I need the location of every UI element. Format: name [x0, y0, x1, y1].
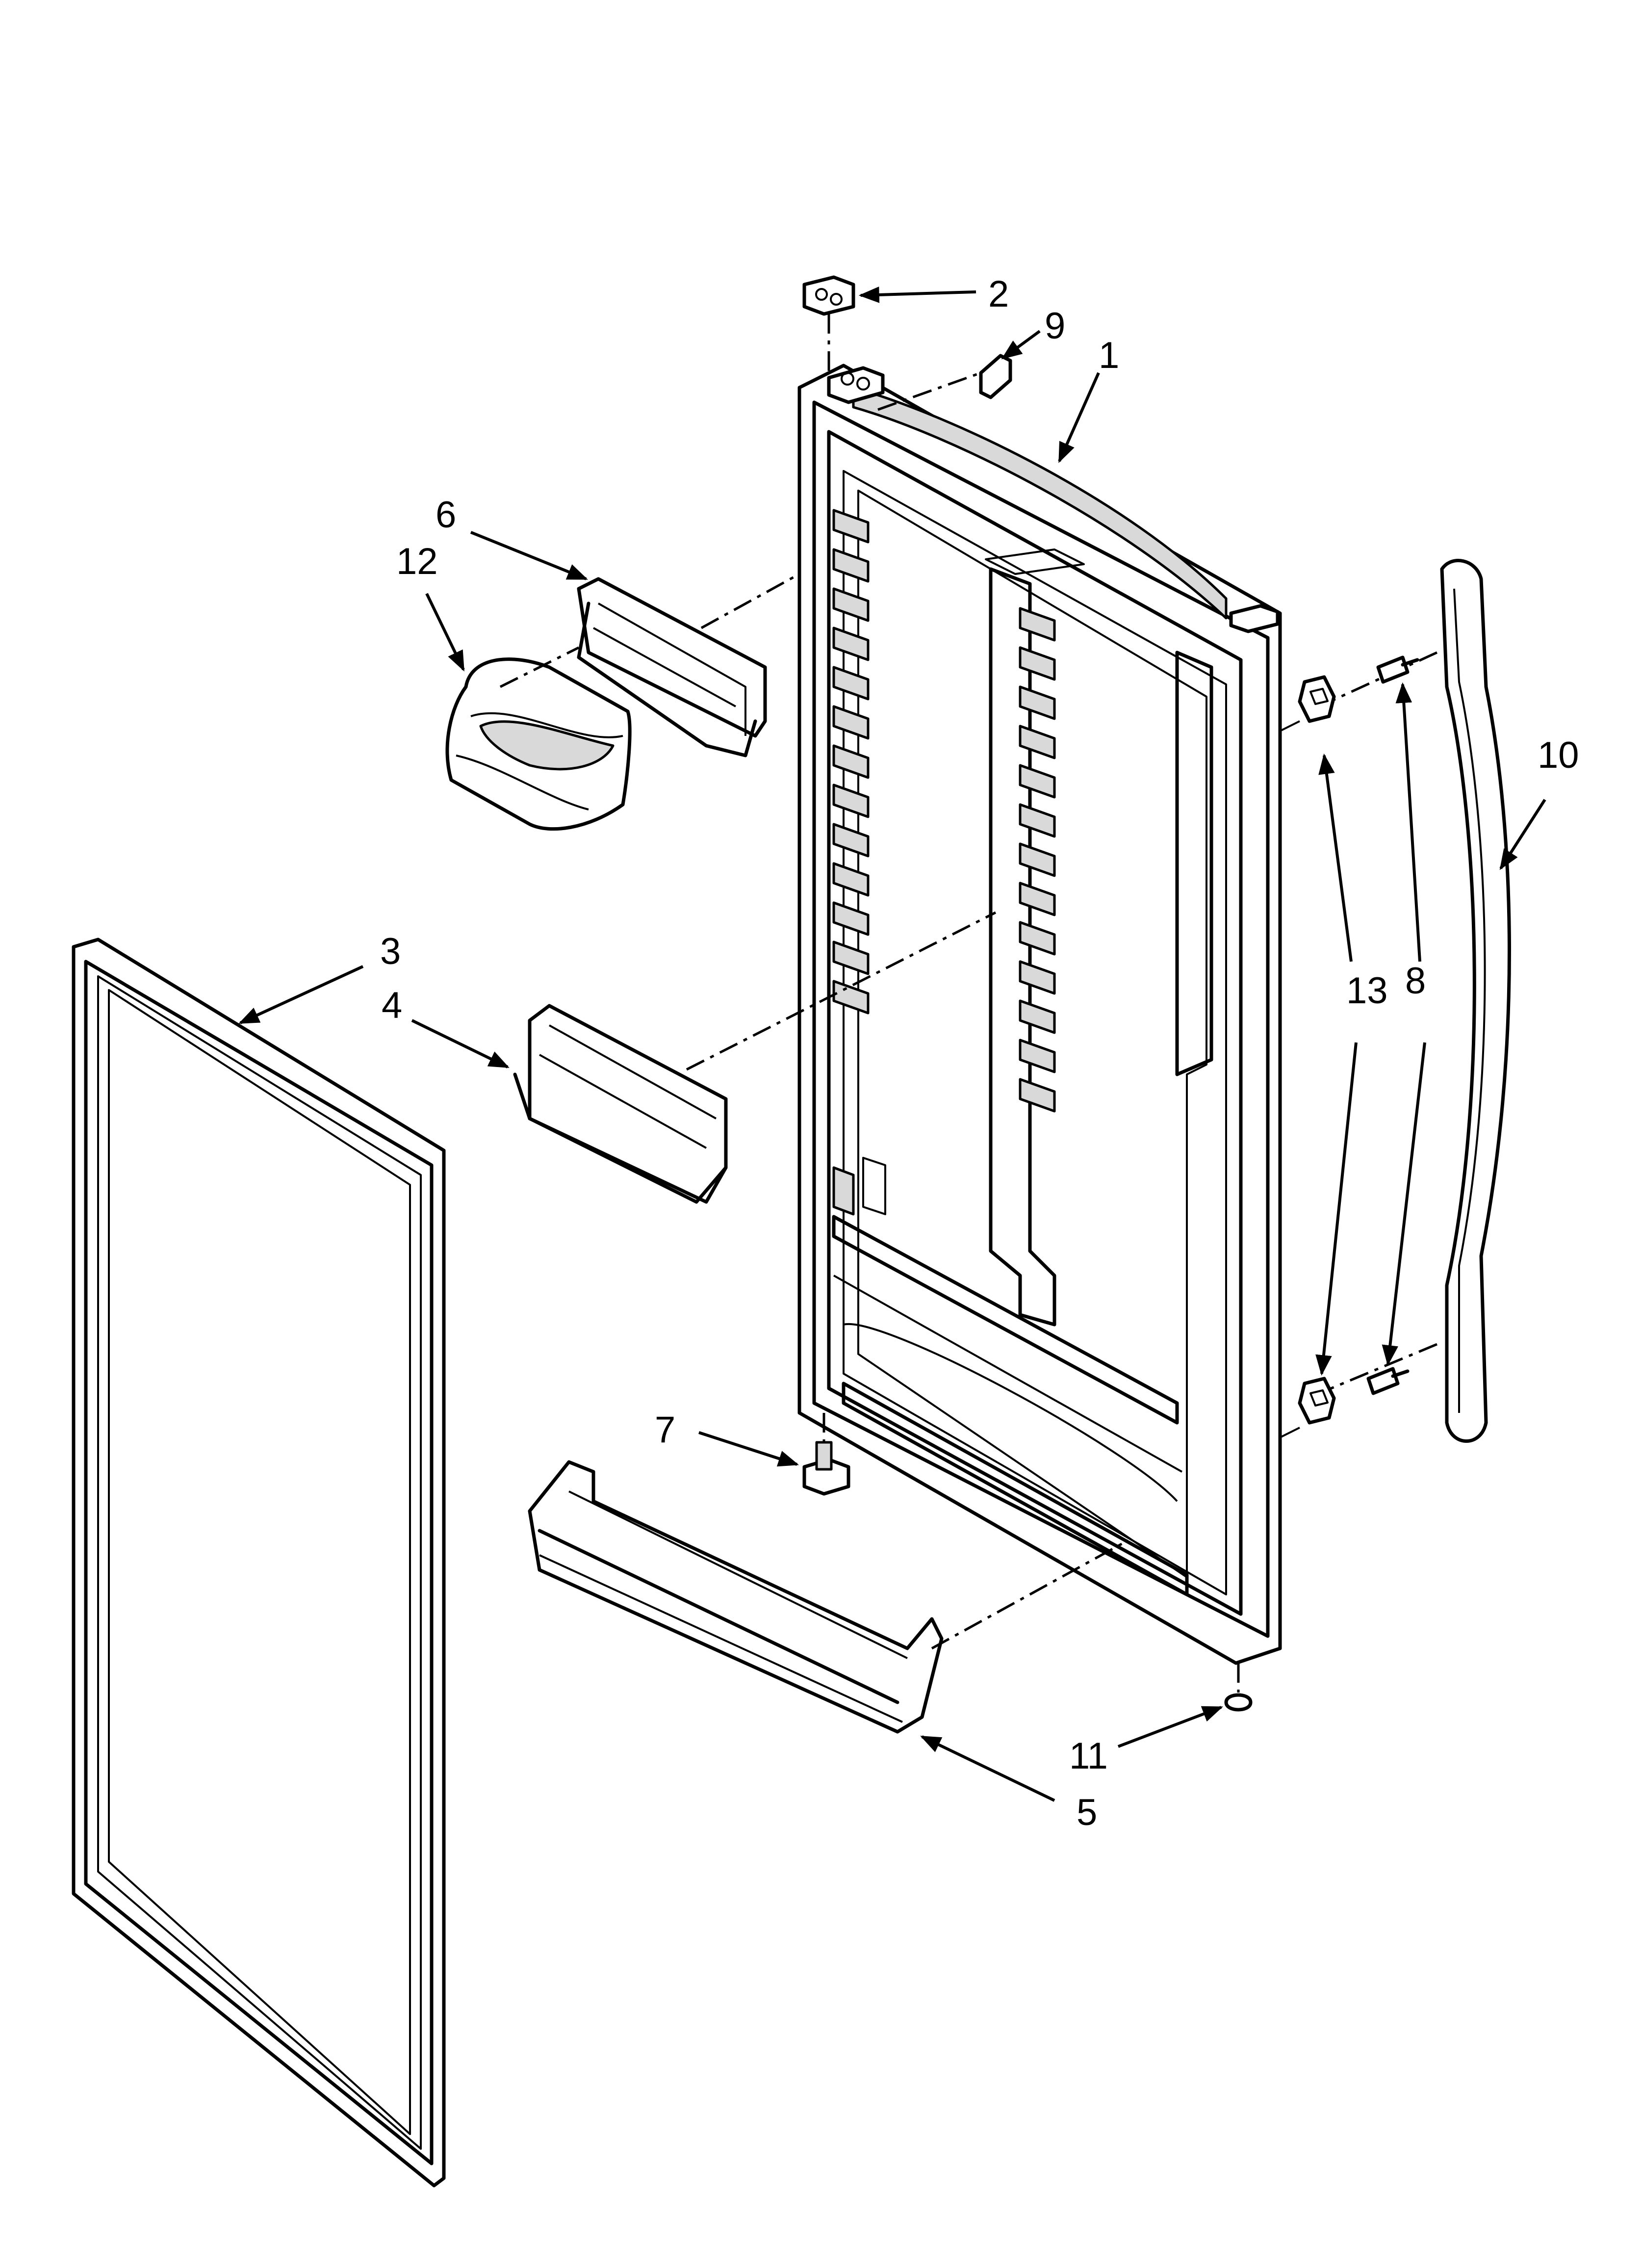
bottom-hinge [802, 1413, 850, 1496]
hinge-cover-plug [877, 354, 1012, 411]
bottom-plug [1224, 1663, 1253, 1712]
leader-lines [238, 287, 1546, 1802]
callout-6: 6 [436, 494, 456, 536]
callout-1: 1 [1099, 335, 1119, 376]
callout-11: 11 [1069, 1735, 1108, 1777]
callout-4: 4 [382, 985, 402, 1026]
handle-clips [1280, 675, 1336, 1438]
callout-5: 5 [1077, 1792, 1097, 1833]
dairy-compartment [445, 646, 632, 831]
door-handle [1318, 559, 1511, 1443]
callout-13: 13 [1346, 970, 1388, 1012]
upper-door-bin [577, 573, 800, 757]
door-gasket [72, 938, 446, 2188]
handle-screws [1366, 655, 1419, 1395]
callout-3: 3 [380, 931, 401, 972]
callout-2: 2 [988, 273, 1009, 315]
callout-12: 12 [396, 541, 438, 582]
callout-7: 7 [655, 1409, 675, 1451]
callout-9: 9 [1045, 305, 1065, 347]
callout-labels: 2 9 1 6 12 3 4 7 11 5 10 13 8 [380, 273, 1579, 1833]
top-hinge [802, 275, 855, 373]
door-liner [797, 364, 1282, 1665]
middle-door-bin [513, 911, 997, 1204]
right-shelf-clips [1019, 607, 1056, 1113]
lower-door-bin [528, 1460, 1129, 1734]
left-shelf-clips [832, 509, 870, 1015]
callout-8: 8 [1405, 960, 1426, 1002]
callout-10: 10 [1538, 734, 1579, 776]
